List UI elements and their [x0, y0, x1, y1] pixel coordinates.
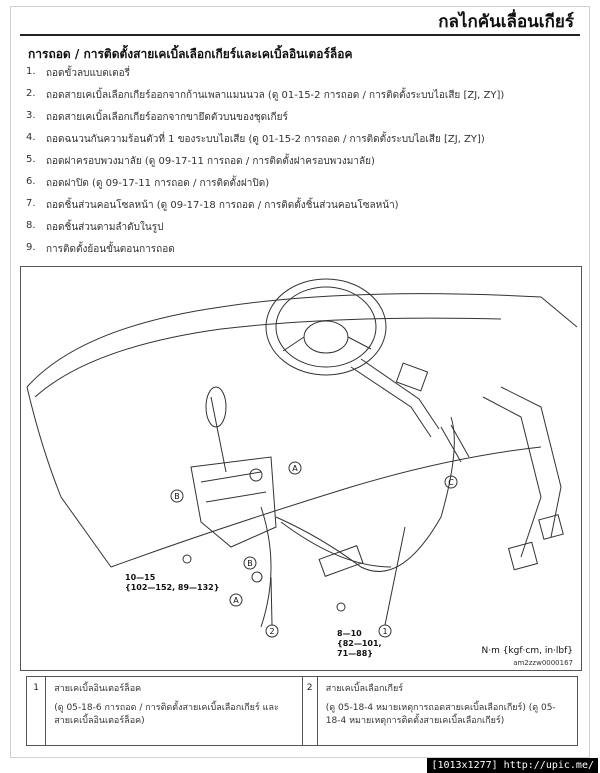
legend-row: 2 สายเคเบิ้ลเลือกเกียร์ (ดู 05-18-4 หมาย…: [303, 677, 578, 745]
page-title: กลไกคันเลื่อนเกียร์: [438, 12, 574, 32]
step-item: 6. ถอดฝาปิด (ดู 09-17-11 การถอด / การติดต…: [26, 176, 504, 198]
step-text: ถอดฉนวนกันความร้อนตัวที่ 1 ของระบบไอเสีย…: [46, 134, 485, 145]
legend-reference: (ดู 05-18-6 การถอด / การติดตั้งสายเคเบิ้…: [54, 703, 279, 726]
step-number: 9.: [26, 242, 36, 253]
legend-part-name: สายเคเบิ้ลเลือกเกียร์: [325, 684, 404, 694]
callout-a-label: A: [233, 596, 239, 605]
step-text: ถอดฝาครอบพวงมาลัย (ดู 09-17-11 การถอด / …: [46, 156, 375, 167]
brake-pedal: [507, 541, 539, 571]
step-item: 3. ถอดสายเคเบิ้ลเลือกเกียร์ออกจากขายึดตัว…: [26, 110, 504, 132]
callout-a-label: A: [292, 464, 298, 473]
legend-reference: (ดู 05-18-4 หมายเหตุการถอดสายเคเบิ้ลเลือ…: [325, 703, 556, 726]
callout-2-label: 2: [269, 627, 274, 636]
step-number: 1.: [26, 66, 36, 77]
torque-spec-1: 10—15 {102—152, 89—132}: [125, 573, 219, 593]
exploded-view-figure: A B A C B 2 1 10—15 {102—152, 89—132} 8—…: [20, 266, 582, 671]
step-number: 8.: [26, 220, 36, 231]
steering-wheel: [265, 278, 387, 376]
torque-units-note: N·m {kgf·cm, in·lbf}: [481, 646, 573, 656]
pedal-arm-1: [482, 396, 542, 558]
selector-cable-path: [260, 506, 272, 628]
callout-1-label: 1: [382, 627, 387, 636]
figure-id: am2zzw0000167: [513, 659, 573, 667]
torque-alt-units: 71—88}: [337, 649, 373, 658]
shifter-housing: [190, 456, 277, 548]
step-number: 6.: [26, 176, 36, 187]
step-text: การติดตั้งย้อนขั้นตอนการถอด: [46, 244, 175, 255]
torque-value: 8—10: [337, 629, 362, 638]
step-item: 4. ถอดฉนวนกันความร้อนตัวที่ 1 ของระบบไอเส…: [26, 132, 504, 154]
step-number: 3.: [26, 110, 36, 121]
steering-column: [350, 358, 440, 438]
step-item: 9. การติดตั้งย้อนขั้นตอนการถอด: [26, 242, 504, 264]
dashboard-line-drawing: A B A C B 2 1: [26, 278, 578, 638]
step-item: 5. ถอดฝาครอบพวงมาลัย (ดู 09-17-11 การถอด …: [26, 154, 504, 176]
image-host-watermark[interactable]: [1013x1277] http://upic.me/: [427, 758, 598, 773]
step-item: 7. ถอดชิ้นส่วนคอนโซลหน้า (ดู 09-17-18 การ…: [26, 198, 504, 220]
legend-number: 1: [27, 677, 47, 745]
legend-row: 1 สายเคเบิ้ลอินเตอร์ล็อค (ดู 05-18-6 การ…: [27, 677, 303, 745]
step-text: ถอดสายเคเบิ้ลเลือกเกียร์ออกจากก้านเพลาแม…: [46, 90, 505, 101]
step-text: ถอดชิ้นส่วนคอนโซลหน้า (ดู 09-17-18 การถอ…: [46, 200, 399, 211]
parts-legend-table: 1 สายเคเบิ้ลอินเตอร์ล็อค (ดู 05-18-6 การ…: [26, 676, 578, 746]
procedure-steps: 1. ถอดขั้วลบแบตเตอรี่ 2. ถอดสายเคเบิ้ลเลือ…: [26, 66, 504, 264]
torque-alt-units: {82—101,: [337, 639, 382, 648]
legend-number: 2: [303, 677, 318, 745]
callout-c-label: C: [448, 478, 454, 487]
torque-alt-units: {102—152, 89—132}: [125, 583, 220, 592]
torque-value: 10—15: [125, 573, 156, 582]
callout-b-label: B: [247, 559, 253, 568]
step-item: 1. ถอดขั้วลบแบตเตอรี่: [26, 66, 504, 88]
section-heading: การถอด / การติดตั้งสายเคเบิ้ลเลือกเกียร์…: [28, 47, 353, 61]
callout-markers: [170, 461, 458, 638]
step-text: ถอดฝาปิด (ดู 09-17-11 การถอด / การติดตั้…: [46, 178, 270, 189]
step-text: ถอดสายเคเบิ้ลเลือกเกียร์ออกจากขายึดตัวบน…: [46, 112, 288, 123]
torque-spec-2: 8—10 {82—101, 71—88}: [337, 629, 382, 659]
shift-lever: [210, 396, 227, 473]
page-frame: [10, 6, 590, 758]
step-item: 8. ถอดชิ้นส่วนตามลำดับในรูป: [26, 220, 504, 242]
title-divider: [20, 34, 580, 36]
legend-part-name: สายเคเบิ้ลอินเตอร์ล็อค: [54, 684, 142, 694]
step-item: 2. ถอดสายเคเบิ้ลเลือกเกียร์ออกจากก้านเพลา…: [26, 88, 504, 110]
step-number: 4.: [26, 132, 36, 143]
callout-b-label: B: [174, 492, 180, 501]
step-number: 5.: [26, 154, 36, 165]
dashboard-left-outline: [26, 386, 112, 568]
step-text: ถอดชิ้นส่วนตามลำดับในรูป: [46, 222, 164, 233]
dashboard-top-outline: [26, 293, 578, 388]
dashboard-lower-edge: [110, 446, 542, 568]
step-number: 7.: [26, 198, 36, 209]
step-text: ถอดขั้วลบแบตเตอรี่: [46, 68, 131, 79]
interlock-cable-path: [275, 416, 455, 572]
step-number: 2.: [26, 88, 36, 99]
